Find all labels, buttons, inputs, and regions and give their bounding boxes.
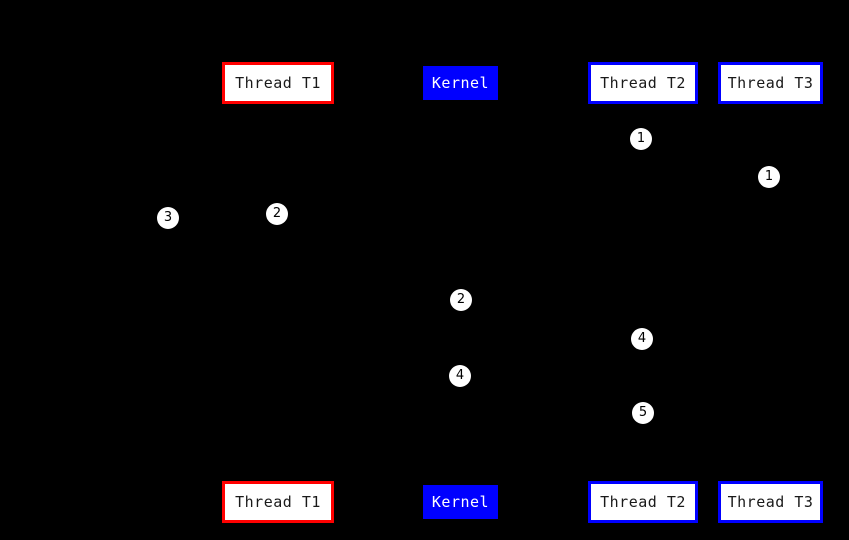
participant-box-kernel-bottom[interactable]: Kernel bbox=[423, 485, 498, 519]
lifeline-t3 bbox=[770, 104, 771, 481]
step-badge-1-t3: 1 bbox=[758, 166, 780, 188]
step-badge-2-t1: 2 bbox=[266, 203, 288, 225]
participant-label: Kernel bbox=[431, 492, 490, 511]
participant-label: Thread T1 bbox=[235, 492, 321, 511]
participant-box-t1-bottom[interactable]: Thread T1 bbox=[222, 481, 334, 523]
lifeline-t2 bbox=[643, 104, 644, 481]
participant-label: Thread T3 bbox=[727, 73, 814, 92]
message-arrow-3 bbox=[459, 312, 460, 352]
step-badge-4-kernel: 4 bbox=[449, 365, 471, 387]
step-badge-5-t2: 5 bbox=[632, 402, 654, 424]
step-badge-1-t2: 1 bbox=[630, 128, 652, 150]
participant-box-kernel-top[interactable]: Kernel bbox=[423, 66, 498, 100]
participant-label: Kernel bbox=[431, 73, 490, 92]
message-arrow-2 bbox=[167, 225, 278, 230]
participant-box-t1-top[interactable]: Thread T1 bbox=[222, 62, 334, 104]
message-arrow-4 bbox=[642, 351, 643, 391]
message-arrow-0 bbox=[642, 150, 643, 190]
participant-label: Thread T2 bbox=[600, 73, 686, 92]
step-badge-2-kernel: 2 bbox=[450, 289, 472, 311]
participant-label: Thread T3 bbox=[727, 492, 814, 511]
step-badge-4-t2: 4 bbox=[631, 328, 653, 350]
participant-label: Thread T2 bbox=[600, 492, 686, 511]
participant-label: Thread T1 bbox=[235, 73, 321, 92]
participant-box-t3-top[interactable]: Thread T3 bbox=[718, 62, 823, 104]
message-arrow-1 bbox=[769, 188, 770, 228]
participant-box-t2-bottom[interactable]: Thread T2 bbox=[588, 481, 698, 523]
step-badge-3-t1: 3 bbox=[157, 207, 179, 229]
participant-box-t2-top[interactable]: Thread T2 bbox=[588, 62, 698, 104]
participant-box-t3-bottom[interactable]: Thread T3 bbox=[718, 481, 823, 523]
lifeline-t1 bbox=[278, 104, 279, 481]
